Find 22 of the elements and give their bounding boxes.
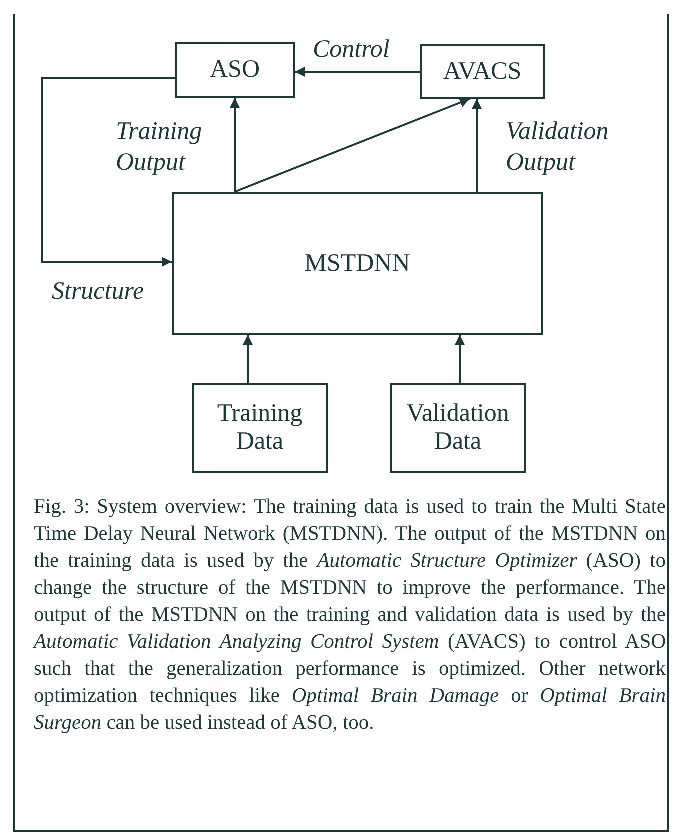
edge-label: Control: [313, 35, 391, 65]
arrow: [41, 77, 175, 267]
arrow: [234, 98, 470, 193]
arrow: [243, 335, 253, 383]
process-box: [390, 383, 526, 473]
caption: Fig. 3: System overview: The training data is used to train the Multi State Time Delay Neural Network (MSTDNN). The output of the MSTDNN on the training data is used by the Automatic Structure Optimizer (ASO) to change the structure of the MSTDNN to improve the performance. The output of the MSTDNN on the training and validation data is used by the Automatic Validation Analyzing Control System (AVACS) to control ASO such that the generalization performance is optimized. Other network optimization techniques like Optimal Brain Damage or Optimal Brain Surgeon can be used instead of ASO, too.: [34, 495, 666, 736]
arrow: [455, 335, 465, 383]
process-box: [172, 192, 543, 335]
process-box: [192, 383, 328, 473]
box-label: AVACS: [442, 58, 523, 86]
arrow: [295, 67, 420, 77]
edge-label: Training Output: [116, 117, 204, 178]
process-box: [420, 44, 545, 99]
box-label: ASO: [208, 56, 261, 84]
process-box: [175, 42, 295, 98]
edge-label: Structure: [52, 277, 146, 307]
arrow: [472, 99, 482, 192]
box-label: Training Data: [216, 400, 304, 456]
edge-label: Validation Output: [506, 117, 610, 178]
arrow: [230, 98, 240, 192]
box-label: Validation Data: [406, 400, 510, 456]
box-label: MSTDNN: [304, 250, 412, 278]
